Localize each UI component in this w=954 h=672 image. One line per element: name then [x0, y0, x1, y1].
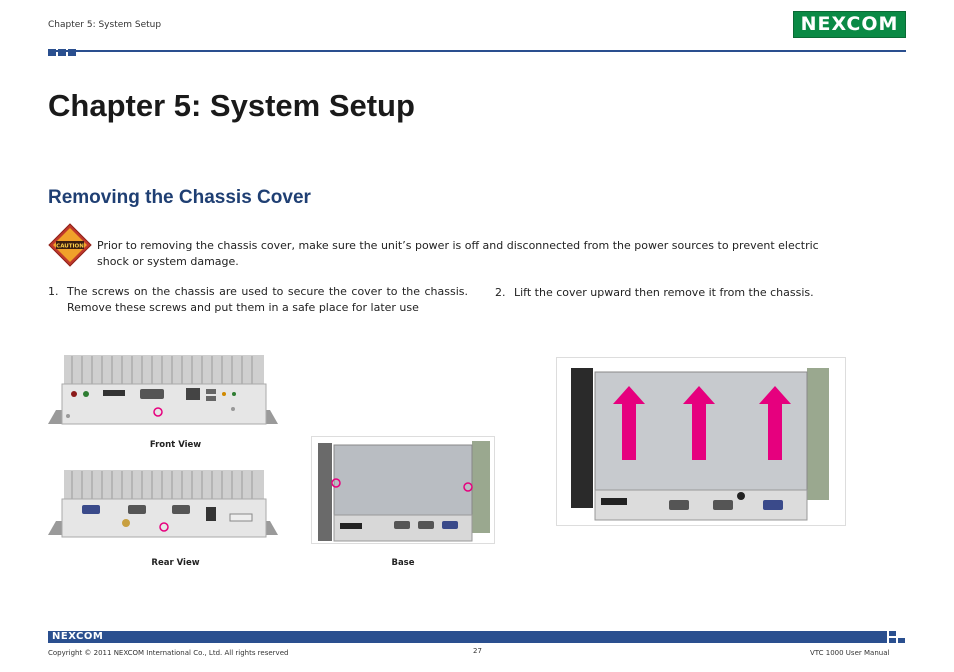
nexcom-logo: NEXCOM — [793, 11, 906, 38]
footer-manual-name: VTC 1000 User Manual — [810, 649, 890, 657]
footer-square-1 — [889, 631, 896, 636]
header-chapter-label: Chapter 5: System Setup — [48, 20, 162, 30]
lift-cover-photo — [556, 357, 846, 526]
rear-view-photo — [48, 467, 281, 542]
caution-icon: CAUTION — [48, 223, 92, 267]
header-rule — [48, 50, 906, 52]
step-1: 1. The screws on the chassis are used to… — [48, 284, 468, 316]
header-square-2 — [58, 49, 66, 56]
step-2-text: Lift the cover upward then remove it fro… — [514, 286, 814, 299]
page-number: 27 — [473, 647, 482, 655]
page-title: Chapter 5: System Setup — [48, 88, 415, 123]
header-square-3 — [68, 49, 76, 56]
step-2: 2. Lift the cover upward then remove it … — [495, 285, 855, 301]
lift-arrows — [613, 386, 791, 460]
base-photo — [311, 436, 495, 544]
step-2-number: 2. — [495, 286, 506, 299]
footer-square-2 — [889, 638, 896, 643]
step-1-text: The screws on the chassis are used to se… — [67, 285, 468, 314]
caution-text: Prior to removing the chassis cover, mak… — [97, 239, 819, 268]
footer-copyright: Copyright © 2011 NEXCOM International Co… — [48, 649, 289, 657]
rear-view-caption: Rear View — [151, 558, 200, 568]
logo-text: NEXCOM — [800, 13, 899, 35]
footer-bar — [48, 631, 887, 643]
section-title: Removing the Chassis Cover — [48, 187, 311, 208]
front-view-photo — [48, 352, 281, 431]
footer-logo: NEXCOM — [52, 631, 104, 642]
front-view-caption: Front View — [149, 440, 202, 450]
footer-square-3 — [898, 638, 905, 643]
header-square-1 — [48, 49, 56, 56]
base-caption: Base — [391, 558, 415, 568]
step-1-number: 1. — [48, 285, 59, 298]
caution-icon-label: CAUTION — [56, 244, 84, 250]
